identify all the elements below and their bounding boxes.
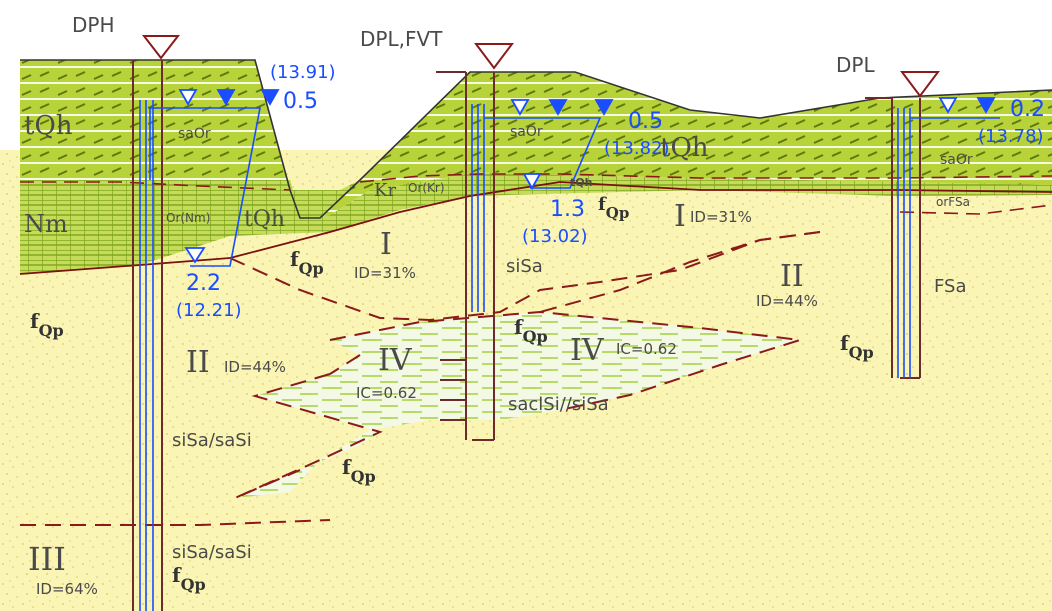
boundary-orfsa <box>899 204 1052 215</box>
layer-kr <box>230 172 1052 236</box>
zone-i-right: I <box>674 199 686 234</box>
svg-text:fQp: fQp <box>30 309 64 340</box>
wl-open-icon <box>510 99 530 116</box>
ground-surface <box>20 59 1052 219</box>
wl-initial-dph: 2.2 <box>186 271 221 296</box>
zone-iv-right: IV <box>570 333 605 368</box>
index-ic062-right: IC=0.62 <box>616 340 677 358</box>
wl-initial-dplfvt: 1.3 <box>550 197 585 222</box>
zone-i-left: I <box>380 227 392 262</box>
borehole-dpl-fvt[interactable] <box>436 71 495 441</box>
piezometer-lines <box>139 100 1000 611</box>
svg-text:fQp: fQp <box>342 455 376 486</box>
borehole-code-dpl: DPL <box>836 53 875 77</box>
boundary-kr-top <box>359 173 1052 183</box>
wl-open-icon <box>938 97 958 114</box>
wl-stable-dph: 0.5 <box>283 89 318 114</box>
wl-initial-elev-dplfvt: (13.02) <box>522 226 588 247</box>
soil-ornm: Or(Nm) <box>166 211 210 225</box>
borehole-code-dph: DPH <box>72 13 115 37</box>
wl-filled-icon <box>548 99 568 116</box>
wl-filled-icon <box>976 97 996 114</box>
zone-ii-right: II <box>780 259 804 294</box>
wl-open-icon <box>178 89 198 106</box>
water-level-icons <box>178 89 996 264</box>
index-ic062-left: IC=0.62 <box>356 384 417 402</box>
soil-fsa: FSa <box>934 276 967 297</box>
wl-filled-icon <box>216 89 236 106</box>
svg-text:fQp: fQp <box>290 247 324 278</box>
wl-elev-dplfvt: (13.82) <box>604 138 670 159</box>
svg-text:fQp: fQp <box>840 331 874 362</box>
wl-stable-dpl: 0.2 <box>1010 97 1045 122</box>
layer-tqh <box>20 60 1052 220</box>
svg-text:fQp: fQp <box>172 563 206 594</box>
zone-iv-left: IV <box>378 343 413 378</box>
borehole-markers <box>141 35 940 98</box>
wl-filled-icon <box>594 99 614 116</box>
marker-dplfvt-icon <box>474 43 514 70</box>
svg-text:fQp: fQp <box>514 315 548 346</box>
boundary-nm-base <box>19 181 1052 275</box>
borehole-code-dplfvt: DPL,FVT <box>360 27 443 51</box>
marker-dpl-icon <box>900 71 940 98</box>
soil-sisa-sasi-1: siSa/saSi <box>172 430 252 451</box>
wl-elev-dph: (13.91) <box>270 62 336 83</box>
soil-orfsa: orFSa <box>936 195 970 209</box>
wl-elev-dpl: (13.78) <box>978 126 1044 147</box>
index-id31-left: ID=31% <box>354 264 416 282</box>
unit-tqh-middle: tQh <box>660 133 709 163</box>
borehole-dph[interactable] <box>132 60 163 611</box>
soil-sisa-middle: siSa <box>506 256 543 277</box>
marker-dph-icon <box>141 35 181 60</box>
layer-nm <box>20 180 300 274</box>
layer-tqh-notch <box>290 180 360 218</box>
wl-initial-elev-dph: (12.21) <box>176 300 242 321</box>
zone-ii-left: II <box>186 345 210 380</box>
soil-saor-dplfvt: saOr <box>510 124 543 140</box>
soil-tqh-small: tQh <box>570 176 592 189</box>
index-id31-right: ID=31% <box>690 208 752 226</box>
zone-boundaries <box>20 231 821 526</box>
index-id44-left: ID=44% <box>224 358 286 376</box>
unit-nm: Nm <box>24 210 68 238</box>
wl-open-icon <box>522 173 542 190</box>
svg-text:fQp: fQp <box>598 194 629 222</box>
unit-tqh-notch: tQh <box>244 207 285 232</box>
wl-filled-icon <box>260 89 280 106</box>
soil-saor-dph: saOr <box>178 126 211 142</box>
zone-iii: III <box>28 540 66 578</box>
index-id64: ID=64% <box>36 580 98 598</box>
soil-orkr: Or(Kr) <box>408 181 445 195</box>
soil-saor-dpl: saOr <box>940 152 973 168</box>
wl-stable-dplfvt: 0.5 <box>628 109 663 134</box>
soil-saclsi-sisa: saclSi//siSa <box>508 394 609 415</box>
fqp-labels: fQp fQp fQp fQp fQp fQp fQp <box>30 194 874 594</box>
wl-open-icon <box>184 247 206 264</box>
unit-tqh-left: tQh <box>24 111 73 141</box>
layer-iv-clay <box>235 312 800 498</box>
index-id44-right: ID=44% <box>756 292 818 310</box>
unit-kr: Kr <box>374 180 396 201</box>
soil-sisa-sasi-2: siSa/saSi <box>172 542 252 563</box>
